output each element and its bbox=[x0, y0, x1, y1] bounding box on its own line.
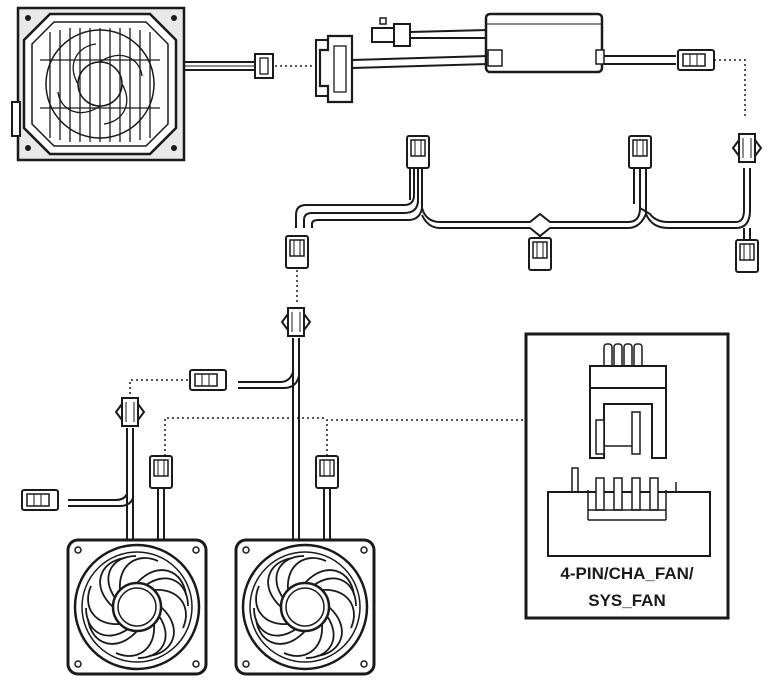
hub-output-connector bbox=[677, 49, 715, 71]
left-fan-clip-connector bbox=[115, 397, 145, 427]
right-fan-cable bbox=[238, 338, 331, 540]
psu-cable bbox=[184, 61, 255, 71]
sata-cable bbox=[351, 55, 489, 69]
dotted-link bbox=[164, 417, 327, 456]
dotted-link bbox=[714, 59, 746, 118]
callout-label-line1: 4-PIN/CHA_FAN/ bbox=[560, 564, 694, 583]
dotted-link bbox=[326, 419, 526, 456]
fan-hub-icon bbox=[484, 12, 605, 74]
left-fan-pwm-connector bbox=[149, 455, 173, 489]
splitter-connector-top-1 bbox=[406, 135, 430, 169]
right-fan-sub-connector bbox=[189, 369, 227, 391]
right-fan-pwm-connector bbox=[315, 455, 339, 489]
splitter-connector-bottom-3 bbox=[735, 239, 759, 273]
splitter-connector-bottom-1 bbox=[285, 235, 309, 269]
detail-callout-box bbox=[524, 332, 730, 620]
splitter-cable bbox=[295, 168, 751, 244]
dotted-link bbox=[129, 379, 188, 398]
splitter-input-clip bbox=[732, 133, 762, 163]
right-fan-clip-connector bbox=[281, 307, 311, 337]
case-fan-icon-right bbox=[234, 538, 376, 676]
power-supply-icon bbox=[11, 6, 186, 162]
splitter-connector-top-2 bbox=[628, 135, 652, 169]
splitter-connector-bottom-2 bbox=[528, 237, 552, 271]
sata-connector-icon bbox=[315, 34, 354, 104]
left-fan-cable bbox=[68, 428, 165, 540]
callout-label-line2: SYS_FAN bbox=[588, 591, 666, 610]
hub-aux-cable bbox=[371, 17, 489, 47]
callout-label: 4-PIN/CHA_FAN/ SYS_FAN bbox=[526, 560, 728, 614]
case-fan-icon-left bbox=[66, 538, 208, 676]
left-fan-sub-connector bbox=[21, 489, 59, 511]
psu-molex-connector bbox=[254, 53, 274, 79]
